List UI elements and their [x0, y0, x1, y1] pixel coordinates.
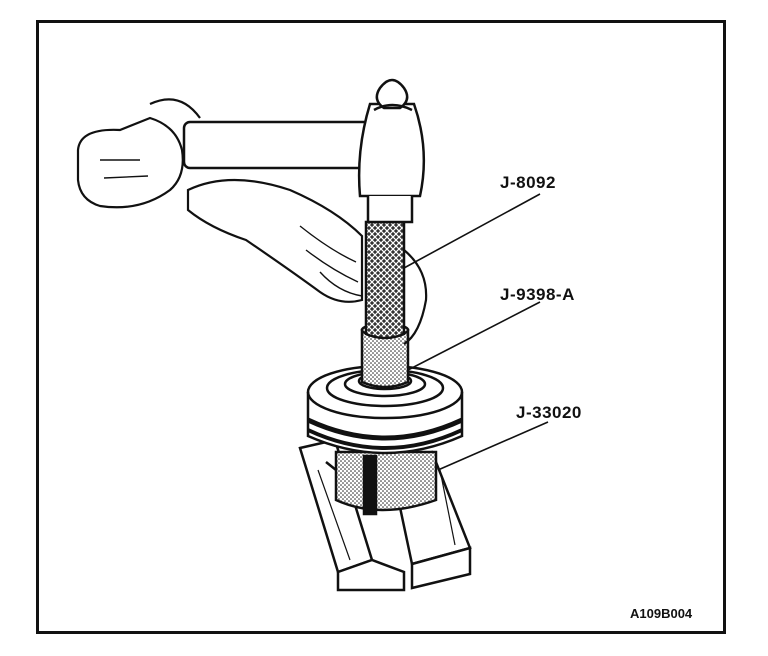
callout-j-9398-a: J-9398-A — [500, 285, 575, 304]
figure-id: A109B004 — [630, 606, 693, 621]
leader-hammer-tool — [403, 193, 541, 269]
lower-hand — [186, 178, 428, 345]
callout-j-8092: J-8092 — [500, 173, 556, 192]
callout-leaders — [403, 193, 549, 471]
driver-handle — [364, 220, 406, 340]
leader-support — [437, 421, 549, 471]
support-cylinder — [325, 450, 438, 516]
upper-hand — [76, 98, 201, 209]
leader-installer — [407, 301, 541, 371]
callout-j-33020: J-33020 — [516, 403, 582, 422]
hammer — [182, 78, 426, 224]
